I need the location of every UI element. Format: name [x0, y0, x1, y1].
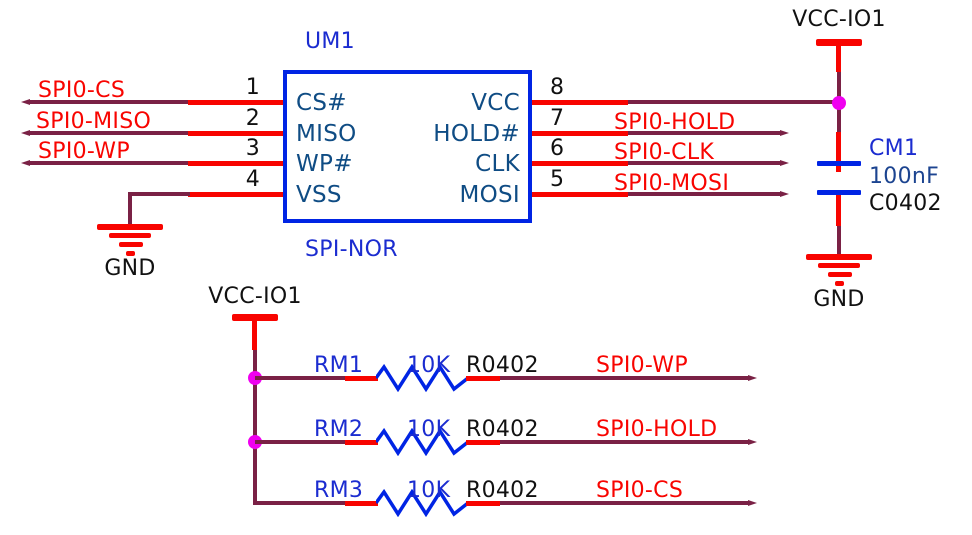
wire-spi0-wp [21, 160, 190, 166]
net-label-spi0-wp: SPI0-WP [38, 139, 130, 164]
capacitor-plate-bottom [817, 190, 861, 195]
pin-number-2: 2 [245, 106, 260, 131]
pin-number-8: 8 [550, 75, 565, 100]
junction-dot-vcc [832, 96, 846, 110]
wire-rm2-right [500, 439, 757, 445]
wire-vss-vertical [128, 192, 132, 226]
wire-rm2-left [255, 440, 347, 444]
rm3-footprint: R0402 [466, 478, 539, 503]
wire-spi0-miso [21, 130, 190, 136]
rm2-value: 10K [407, 417, 451, 442]
wire-rm1-left [255, 376, 347, 380]
gnd-bar [818, 263, 860, 268]
pin-name-wp: WP# [296, 151, 353, 177]
rm3-designator: RM3 [314, 478, 364, 503]
wire-spi0-clk [628, 160, 789, 166]
gnd-bar [806, 254, 872, 260]
wire-spi0-cs [21, 99, 190, 105]
gnd-bar [109, 233, 151, 238]
capacitor-plate-top [817, 161, 861, 166]
cap-designator: CM1 [869, 136, 919, 161]
rm2-lead-left [345, 440, 378, 445]
rm1-lead-left [345, 376, 378, 381]
gnd-bar [126, 251, 135, 256]
rm1-footprint: R0402 [466, 353, 539, 378]
net-label-rm2: SPI0-HOLD [596, 417, 718, 442]
net-label-rm1: SPI0-WP [596, 353, 688, 378]
wire-rm1-right [500, 375, 757, 381]
cap-value: 100nF [869, 164, 940, 189]
chip-body [283, 70, 532, 223]
rm1-designator: RM1 [314, 353, 364, 378]
wire-rm3-left [255, 501, 347, 505]
wire-pullup-vertical-a [253, 350, 257, 380]
rm1-value: 10K [407, 353, 451, 378]
rm1-lead-right [466, 376, 500, 381]
pin-stub-cs [188, 100, 283, 105]
gnd-bar [828, 272, 852, 277]
rm3-lead-right [466, 501, 500, 506]
wire-spi0-mosi [628, 191, 789, 197]
cap-lead-bottom [836, 195, 841, 226]
wire-rm3-right [500, 500, 757, 506]
pin-number-3: 3 [245, 136, 260, 161]
power-symbol-vcc-io1-bottom [232, 314, 278, 321]
resistor-rm3-zigzag [376, 489, 468, 517]
net-label-spi0-clk: SPI0-CLK [614, 140, 715, 165]
wire-vcc-rail [628, 100, 841, 104]
pin-stub-hold [532, 131, 628, 136]
rm2-footprint: R0402 [466, 417, 539, 442]
net-label-spi0-cs: SPI0-CS [38, 78, 126, 103]
cap-footprint: C0402 [869, 191, 942, 216]
net-label-spi0-mosi: SPI0-MOSI [614, 171, 730, 196]
pin-stub-mosi [532, 192, 628, 197]
pin-name-vcc: VCC [471, 90, 520, 116]
net-label-spi0-miso: SPI0-MISO [36, 109, 152, 134]
pin-number-5: 5 [550, 167, 565, 192]
rm3-lead-left [345, 501, 378, 506]
vcc-io1-label-top: VCC-IO1 [792, 7, 886, 32]
rm2-designator: RM2 [314, 417, 364, 442]
pin-name-cs: CS# [296, 90, 347, 116]
power-stem-red-bottom [252, 321, 257, 350]
pin-stub-wp [188, 161, 283, 166]
resistor-rm1-zigzag [376, 364, 468, 392]
wire-cap-to-gnd [837, 226, 841, 255]
rm2-lead-right [466, 440, 500, 445]
net-label-spi0-hold: SPI0-HOLD [614, 110, 736, 135]
wire-vss-horizontal [130, 192, 190, 196]
cap-lead-top [836, 132, 841, 162]
gnd-bar [835, 281, 844, 286]
net-label-rm3: SPI0-CS [596, 478, 684, 503]
rm3-value: 10K [407, 478, 451, 503]
pin-stub-vss [188, 192, 283, 197]
power-stem-red [836, 46, 841, 72]
pin-stub-miso [188, 131, 283, 136]
vcc-io1-label-bottom: VCC-IO1 [208, 284, 302, 309]
gnd-label-left: GND [104, 256, 156, 281]
pin-stub-clk [532, 161, 628, 166]
pin-name-mosi: MOSI [459, 182, 520, 208]
pin-name-miso: MISO [296, 121, 357, 147]
cap-lead-stub [836, 166, 841, 172]
power-symbol-vcc-io1-top [816, 39, 862, 46]
pin-stub-vcc [532, 100, 628, 105]
pin-name-vss: VSS [296, 182, 342, 208]
pin-number-1: 1 [245, 75, 260, 100]
pin-number-7: 7 [550, 106, 565, 131]
gnd-bar [119, 242, 143, 247]
chip-designator: UM1 [305, 29, 355, 54]
wire-spi0-hold [628, 130, 789, 136]
resistor-rm2-zigzag [376, 428, 468, 456]
pin-number-4: 4 [245, 167, 260, 192]
gnd-bar [97, 224, 163, 230]
pin-name-hold: HOLD# [433, 121, 520, 147]
chip-part-label: SPI-NOR [305, 237, 398, 262]
pin-name-clk: CLK [475, 151, 520, 177]
pin-number-6: 6 [550, 136, 565, 161]
gnd-label-right: GND [813, 287, 865, 312]
